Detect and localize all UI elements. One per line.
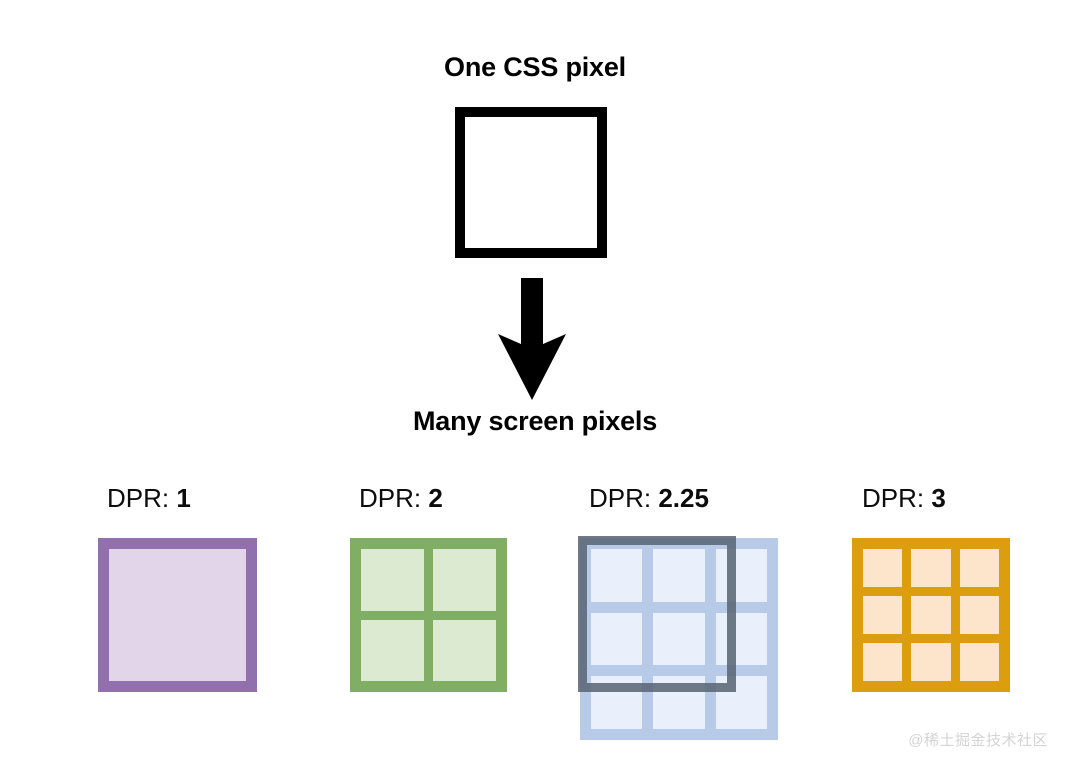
- css-pixel-boundary-overlay: [578, 536, 736, 692]
- one-css-pixel-square: [455, 107, 607, 258]
- device-pixel-cell: [653, 549, 705, 602]
- device-pixel-cell: [911, 549, 951, 587]
- device-pixel-cell: [863, 596, 903, 634]
- device-pixel-cell: [715, 612, 767, 666]
- dpr-value: 1: [176, 483, 191, 513]
- dpr-prefix: DPR:: [862, 483, 932, 513]
- device-pixel-cell: [109, 549, 246, 681]
- device-pixel-cell: [361, 549, 424, 611]
- device-pixel-cell: [959, 643, 999, 681]
- page-title-one-css-pixel: One CSS pixel: [444, 52, 626, 82]
- device-pixel-cell: [433, 619, 496, 681]
- dpr-prefix: DPR:: [107, 483, 177, 513]
- device-pixel-cell: [715, 549, 767, 602]
- dpr-grid-2: [350, 538, 507, 692]
- arrow-down-icon: [490, 278, 574, 400]
- dpr-prefix: DPR:: [359, 483, 429, 513]
- device-pixel-cell: [361, 619, 424, 681]
- dpr-label-1: DPR: 1: [107, 483, 191, 514]
- device-pixel-cell: [911, 596, 951, 634]
- watermark: @稀土掘金技术社区: [908, 732, 1048, 749]
- dpr-grid-1: [98, 538, 257, 692]
- dpr-label-3: DPR: 3: [862, 483, 946, 514]
- device-pixel-cell: [591, 549, 643, 602]
- dpr-value: 2.25: [658, 483, 709, 513]
- device-pixel-cell: [911, 643, 951, 681]
- device-pixel-cell: [433, 549, 496, 611]
- device-pixel-cell: [653, 612, 705, 666]
- dpr-grid-3: [852, 538, 1010, 692]
- dpr-label-2: DPR: 2: [359, 483, 443, 514]
- device-pixel-cell: [863, 643, 903, 681]
- device-pixel-cell: [959, 549, 999, 587]
- dpr-value: 2: [428, 483, 443, 513]
- device-pixel-cell: [591, 612, 643, 666]
- dpr-label-2-25: DPR: 2.25: [589, 483, 709, 514]
- device-pixel-cell: [959, 596, 999, 634]
- page-title-many-screen-pixels: Many screen pixels: [412, 406, 658, 436]
- device-pixel-cell: [863, 549, 903, 587]
- dpr-prefix: DPR:: [589, 483, 659, 513]
- dpr-value: 3: [931, 483, 946, 513]
